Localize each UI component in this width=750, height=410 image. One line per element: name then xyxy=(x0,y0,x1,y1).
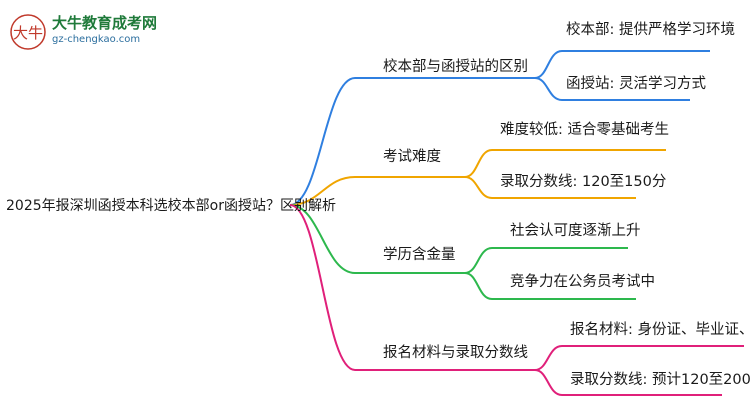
leaf-node-2-0[interactable]: 社会认可度逐渐上升 xyxy=(510,223,641,239)
leaf-node-3-0[interactable]: 报名材料: 身份证、毕业证、照片 xyxy=(570,322,750,338)
leaf-node-1-1[interactable]: 录取分数线: 120至150分 xyxy=(500,174,667,190)
branch-edges-2 xyxy=(289,204,636,300)
branch-node-1[interactable]: 考试难度 xyxy=(383,149,441,165)
branch-edges-3 xyxy=(289,204,744,396)
branch-node-2[interactable]: 学历含金量 xyxy=(383,247,456,263)
logo-mark-icon: 大牛 xyxy=(10,14,46,50)
leaf-node-0-1[interactable]: 函授站: 灵活学习方式 xyxy=(566,76,706,92)
leaf-node-1-0[interactable]: 难度较低: 适合零基础考生 xyxy=(500,122,669,138)
leaf-node-0-0[interactable]: 校本部: 提供严格学习环境 xyxy=(566,22,735,38)
branch-node-3[interactable]: 报名材料与录取分数线 xyxy=(383,345,528,361)
svg-text:大牛: 大牛 xyxy=(13,24,43,42)
branch-edges-1 xyxy=(289,149,666,206)
logo-subtitle: gz-chengkao.com xyxy=(52,34,141,45)
site-logo[interactable]: 大牛 大牛教育成考网 gz-chengkao.com xyxy=(8,10,198,56)
leaf-node-3-1[interactable]: 录取分数线: 预计120至200分 xyxy=(570,372,750,388)
logo-title: 大牛教育成考网 xyxy=(52,14,158,32)
branch-edges-0 xyxy=(289,50,710,206)
branch-node-0[interactable]: 校本部与函授站的区别 xyxy=(383,59,528,75)
root-node[interactable]: 2025年报深圳函授本科选校本部or函授站？区别解析 xyxy=(6,198,336,214)
leaf-node-2-1[interactable]: 竞争力在公务员考试中 xyxy=(510,274,655,290)
